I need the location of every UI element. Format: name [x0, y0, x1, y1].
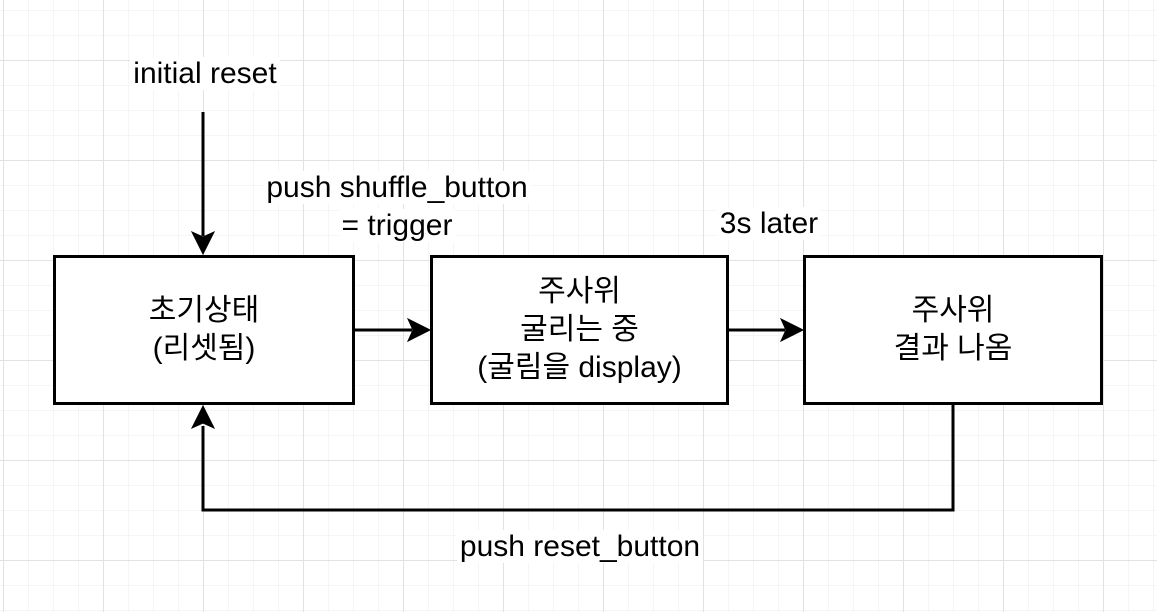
edge-label-initial-reset[interactable]: initial reset: [95, 55, 315, 93]
edge-reset-arrowhead: [190, 404, 216, 430]
node-label-line: (굴림을 display): [477, 351, 682, 384]
state-node-initial[interactable]: 초기상태 (리셋됨): [53, 255, 355, 405]
edge-label-text: push shuffle_button: [263, 171, 531, 204]
state-node-rolling[interactable]: 주사위 굴리는 중 (굴림을 display): [430, 255, 729, 405]
edge-label-reset[interactable]: push reset_button: [430, 528, 730, 566]
edge-label-text: push reset_button: [456, 530, 704, 563]
node-label-line: 결과 나옴: [893, 332, 1013, 365]
state-node-result[interactable]: 주사위 결과 나옴: [803, 255, 1103, 405]
node-label-line: 초기상태: [148, 294, 260, 327]
edge-shuffle-arrowhead: [406, 317, 432, 343]
edge-reset-line[interactable]: [201, 405, 955, 512]
edge-shuffle[interactable]: [355, 317, 432, 343]
node-label-line: 주사위: [911, 294, 995, 327]
edge-label-shuffle[interactable]: push shuffle_button = trigger: [247, 169, 547, 245]
edge-initial-reset-arrowhead: [190, 230, 216, 256]
edge-label-text: 3s later: [716, 207, 822, 240]
edge-label-text: = trigger: [338, 209, 456, 242]
node-label-line: (리셋됨): [152, 332, 256, 365]
edge-timer-arrowhead: [779, 317, 805, 343]
edge-label-timer[interactable]: 3s later: [669, 205, 869, 243]
edge-label-text: initial reset: [130, 57, 280, 90]
node-label-line: 굴리는 중: [520, 313, 639, 346]
edge-reset[interactable]: [190, 404, 955, 512]
edge-initial-reset[interactable]: [190, 112, 216, 256]
edge-timer[interactable]: [729, 317, 805, 343]
node-label-line: 주사위: [538, 275, 621, 308]
